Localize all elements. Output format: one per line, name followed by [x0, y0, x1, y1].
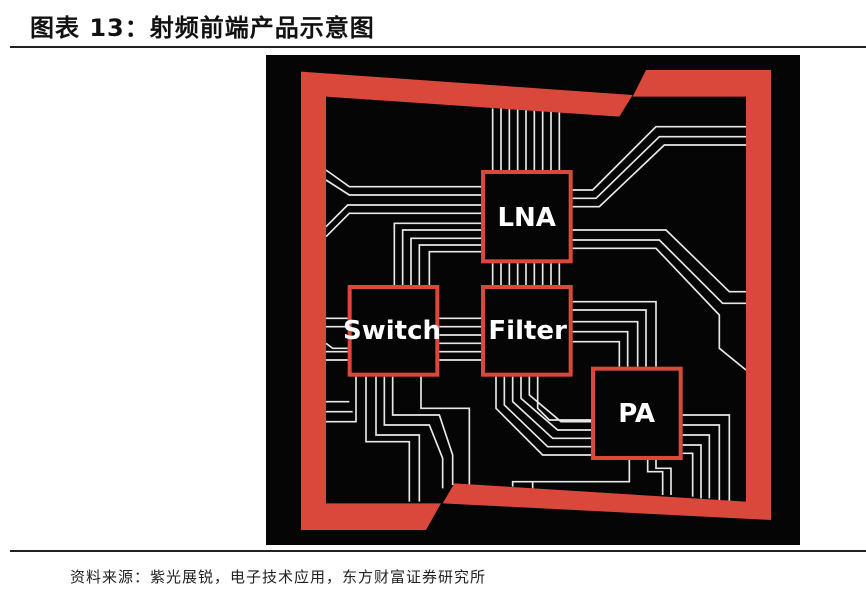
switch-block: Switch	[343, 285, 441, 377]
source-note: 资料来源：紫光展锐，电子技术应用，东方财富证券研究所	[70, 568, 487, 586]
pa-block: PA	[590, 366, 683, 460]
filter-block: Filter	[480, 285, 573, 377]
source-divider	[10, 550, 866, 552]
filter-label: Filter	[488, 316, 567, 346]
circuit-traces	[325, 108, 747, 502]
figure-title: 图表 13：射频前端产品示意图	[30, 14, 375, 42]
rf-frontend-diagram: LNA Switch Filter PA	[266, 55, 800, 545]
lna-label: LNA	[497, 203, 555, 233]
title-divider	[10, 46, 866, 48]
pa-label: PA	[618, 399, 655, 429]
switch-label: Switch	[343, 316, 441, 346]
lna-block: LNA	[480, 170, 573, 264]
